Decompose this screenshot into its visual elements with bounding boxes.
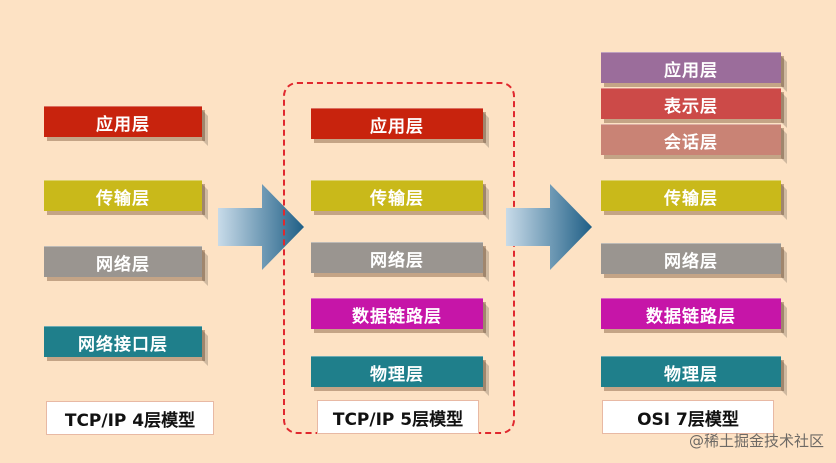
layer-application: 应用层 [311,108,483,139]
layer-network: 网络层 [44,246,202,277]
layer-transport: 传输层 [44,180,202,211]
watermark: @稀土掘金技术社区 [688,432,824,450]
layer-network: 网络层 [601,243,781,274]
layer-application: 应用层 [44,106,202,137]
layer-transport: 传输层 [311,180,483,211]
model-label-osi7: OSI 7层模型 [602,400,774,434]
layer-session: 会话层 [601,124,781,155]
model-label-tcpip5: TCP/IP 5层模型 [317,400,479,434]
layer-data-link: 数据链路层 [601,298,781,329]
layer-data-link: 数据链路层 [311,298,483,329]
layer-application: 应用层 [601,52,781,83]
layer-transport: 传输层 [601,180,781,211]
layer-physical: 物理层 [601,356,781,387]
layer-network-interface: 网络接口层 [44,326,202,357]
model-label-tcpip4: TCP/IP 4层模型 [46,401,214,435]
layer-network: 网络层 [311,242,483,273]
arrow-right-icon [218,184,304,270]
layer-presentation: 表示层 [601,88,781,119]
layer-physical: 物理层 [311,356,483,387]
arrow-right-icon [506,184,592,270]
